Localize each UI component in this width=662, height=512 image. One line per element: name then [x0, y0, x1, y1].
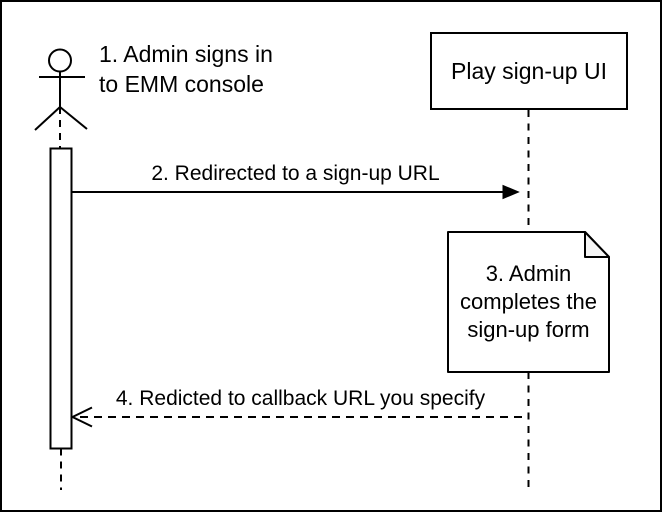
- note-label: 3. Admin completes the sign-up form: [460, 261, 597, 342]
- actor-leg-right: [59, 106, 88, 130]
- play-signup-ui-box: Play sign-up UI: [430, 32, 628, 110]
- message-2-label: 2. Redirected to a sign-up URL: [151, 162, 440, 185]
- actor-icon: [34, 48, 88, 131]
- note-fold-corner: [584, 231, 610, 258]
- message-4-label: 4. Redicted to callback URL you specify: [115, 387, 486, 410]
- message-2-arrow: [72, 184, 520, 200]
- actor-leg-left: [34, 106, 61, 131]
- note-outline: [447, 231, 610, 373]
- message-4-arrow: [70, 406, 529, 428]
- step-1-label: 1. Admin signs in to EMM console: [99, 41, 273, 97]
- actor-activation-bar: [49, 147, 73, 450]
- message-4-open-arrowhead: [70, 406, 93, 428]
- play-signup-ui-label: Play sign-up UI: [451, 57, 607, 84]
- actor-head: [48, 48, 72, 73]
- actor-lifeline: [59, 107, 62, 490]
- message-2-arrowhead: [502, 184, 520, 200]
- note-shape: [447, 231, 610, 373]
